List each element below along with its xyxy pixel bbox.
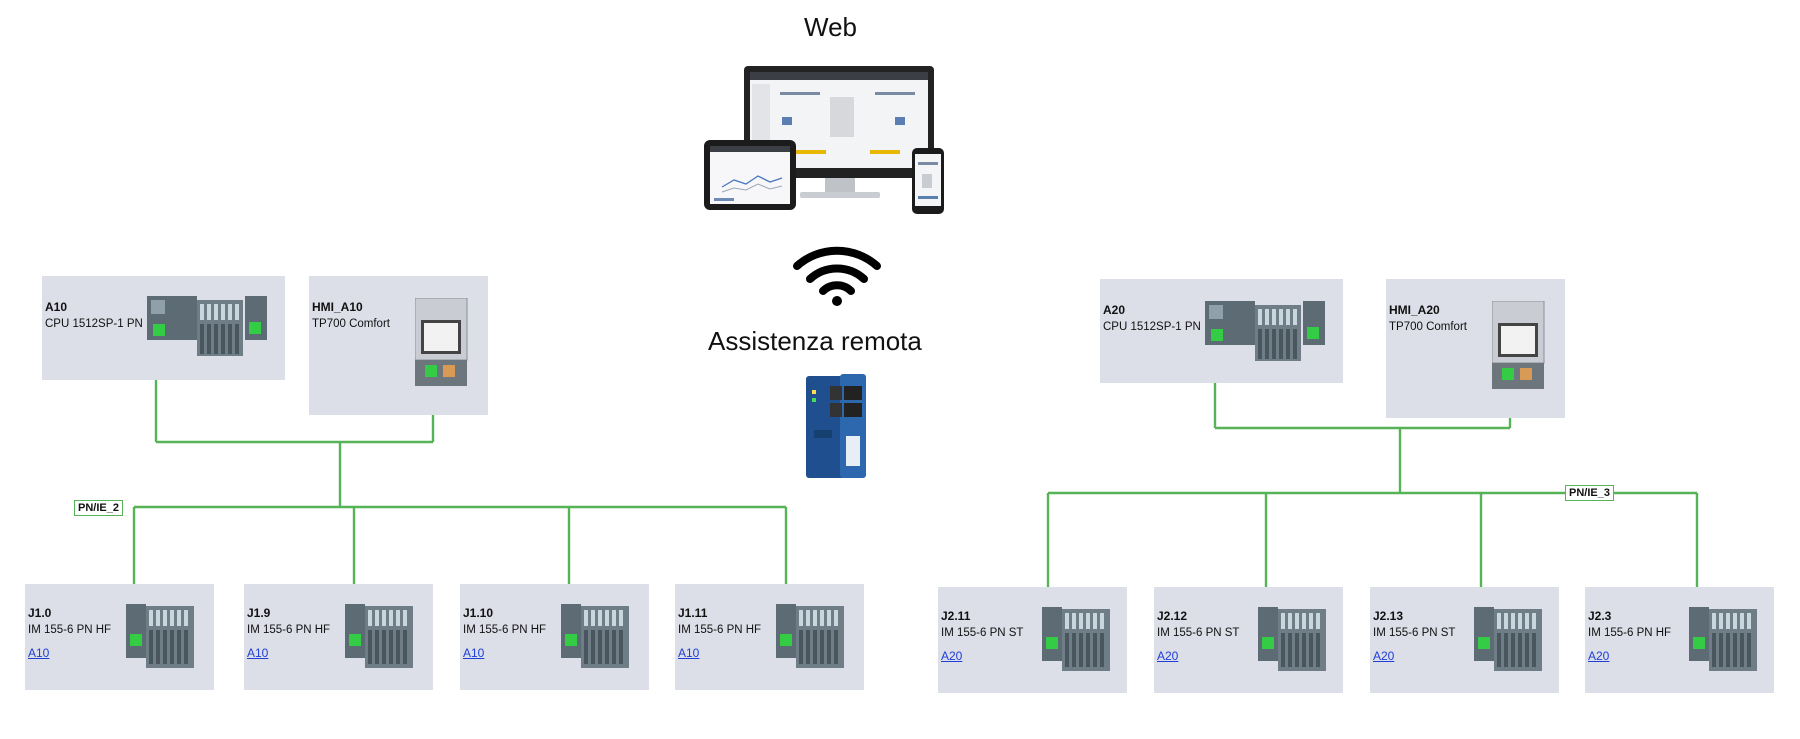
- cpu-name: A10: [45, 300, 68, 314]
- io-module-icon: [345, 604, 413, 668]
- io-module-icon: [1689, 607, 1757, 671]
- hmi-type: TP700 Comfort: [1389, 321, 1467, 333]
- cpu-module-icon: [147, 296, 267, 356]
- io-name: J2.11: [941, 609, 971, 623]
- io-name: J2.12: [1157, 609, 1188, 623]
- io-link[interactable]: A20: [1157, 649, 1179, 663]
- hmi-panel-icon: [415, 298, 468, 386]
- io-type: IM 155-6 PN ST: [941, 627, 1024, 639]
- hmi-type: TP700 Comfort: [312, 318, 390, 330]
- io-link[interactable]: A20: [1588, 649, 1610, 663]
- io-device-j2-12[interactable]: J2.12 IM 155-6 PN ST A20: [1154, 587, 1343, 693]
- io-device-j1-9[interactable]: J1.9 IM 155-6 PN HF A10: [244, 584, 433, 690]
- hmi-device-a20[interactable]: HMI_A20 TP700 Comfort: [1386, 279, 1565, 418]
- io-module-icon: [126, 604, 194, 668]
- network-label-pn-ie-2[interactable]: PN/IE_2: [74, 500, 123, 516]
- io-link[interactable]: A10: [463, 646, 485, 660]
- network-label-pn-ie-3[interactable]: PN/IE_3: [1565, 485, 1614, 501]
- io-link[interactable]: A10: [678, 646, 700, 660]
- io-type: IM 155-6 PN HF: [28, 624, 112, 636]
- wifi-icon: [793, 246, 881, 306]
- io-type: IM 155-6 PN ST: [1373, 627, 1456, 639]
- io-device-j2-13[interactable]: J2.13 IM 155-6 PN ST A20: [1370, 587, 1559, 693]
- hmi-device-a10[interactable]: HMI_A10 TP700 Comfort: [309, 276, 488, 415]
- io-name: J2.3: [1588, 609, 1612, 623]
- io-name: J1.10: [463, 606, 494, 620]
- io-device-j1-0[interactable]: J1.0 IM 155-6 PN HF A10: [25, 584, 214, 690]
- io-name: J1.9: [247, 606, 271, 620]
- io-module-icon: [776, 604, 844, 668]
- cpu-device-a10[interactable]: A10 CPU 1512SP-1 PN: [42, 276, 285, 380]
- io-device-j2-3[interactable]: J2.3 IM 155-6 PN HF A20: [1585, 587, 1774, 693]
- cpu-type: CPU 1512SP-1 PN: [45, 318, 143, 330]
- io-link[interactable]: A10: [247, 646, 269, 660]
- io-type: IM 155-6 PN HF: [463, 624, 547, 636]
- io-device-j1-10[interactable]: J1.10 IM 155-6 PN HF A10: [460, 584, 649, 690]
- web-devices-icon: [704, 66, 944, 214]
- io-type: IM 155-6 PN HF: [247, 624, 331, 636]
- io-device-j1-11[interactable]: J1.11 IM 155-6 PN HF A10: [675, 584, 864, 690]
- io-device-j2-11[interactable]: J2.11 IM 155-6 PN ST A20: [938, 587, 1127, 693]
- cpu-name: A20: [1103, 303, 1126, 317]
- io-module-icon: [561, 604, 629, 668]
- remote-caption: Assistenza remota: [708, 326, 922, 356]
- io-type: IM 155-6 PN HF: [1588, 627, 1672, 639]
- cpu-module-icon: [1205, 301, 1325, 361]
- io-type: IM 155-6 PN HF: [678, 624, 762, 636]
- io-link[interactable]: A10: [28, 646, 50, 660]
- io-module-icon: [1042, 607, 1110, 671]
- cpu-type: CPU 1512SP-1 PN: [1103, 321, 1201, 333]
- io-module-icon: [1258, 607, 1326, 671]
- remote-router-icon: [806, 374, 866, 478]
- hmi-panel-icon: [1492, 301, 1545, 389]
- web-caption: Web: [804, 12, 857, 42]
- hmi-name: HMI_A20: [1389, 303, 1440, 317]
- io-type: IM 155-6 PN ST: [1157, 627, 1240, 639]
- hmi-name: HMI_A10: [312, 300, 363, 314]
- io-name: J2.13: [1373, 609, 1404, 623]
- io-link[interactable]: A20: [1373, 649, 1395, 663]
- io-link[interactable]: A20: [941, 649, 963, 663]
- io-name: J1.11: [678, 606, 708, 620]
- io-name: J1.0: [28, 606, 52, 620]
- io-module-icon: [1474, 607, 1542, 671]
- cpu-device-a20[interactable]: A20 CPU 1512SP-1 PN: [1100, 279, 1343, 383]
